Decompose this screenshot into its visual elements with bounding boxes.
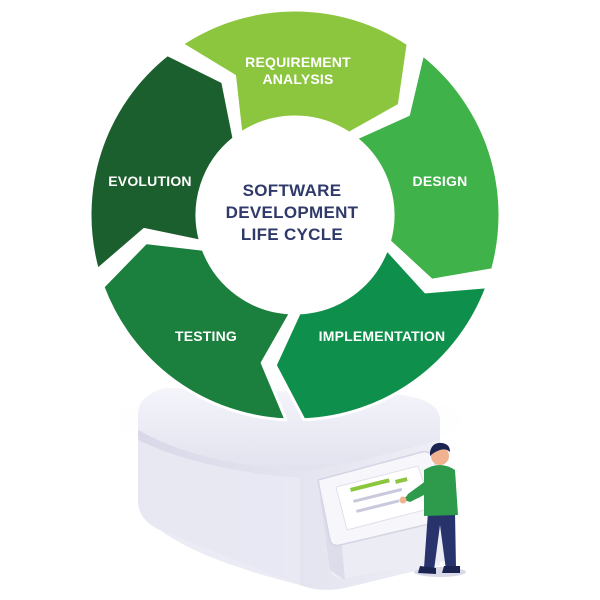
segment-label-testing: TESTING <box>175 328 237 344</box>
center-hub <box>198 123 382 307</box>
segment-label-evolution: EVOLUTION <box>108 173 191 189</box>
center-title-line1: SOFTWARE <box>243 181 342 200</box>
sdlc-wheel <box>88 8 502 422</box>
segment-label-design: DESIGN <box>413 173 468 189</box>
center-title-line2: DEVELOPMENT <box>226 203 359 222</box>
wheel-segment-testing <box>101 241 293 422</box>
wheel-segment-evolution <box>88 53 236 272</box>
wheel-segment-design <box>354 53 502 282</box>
segment-label-analysis: ANALYSIS <box>262 71 333 87</box>
center-title-line3: LIFE CYCLE <box>241 225 343 244</box>
segment-label-requirement: REQUIREMENT <box>245 54 351 70</box>
touch-screen-kiosk <box>317 450 454 580</box>
person-figure <box>399 442 466 577</box>
wheel-segment-requirement-analysis <box>180 8 410 135</box>
segment-label-implementation: IMPLEMENTATION <box>319 328 446 344</box>
wheel-segment-implementation <box>273 247 489 422</box>
